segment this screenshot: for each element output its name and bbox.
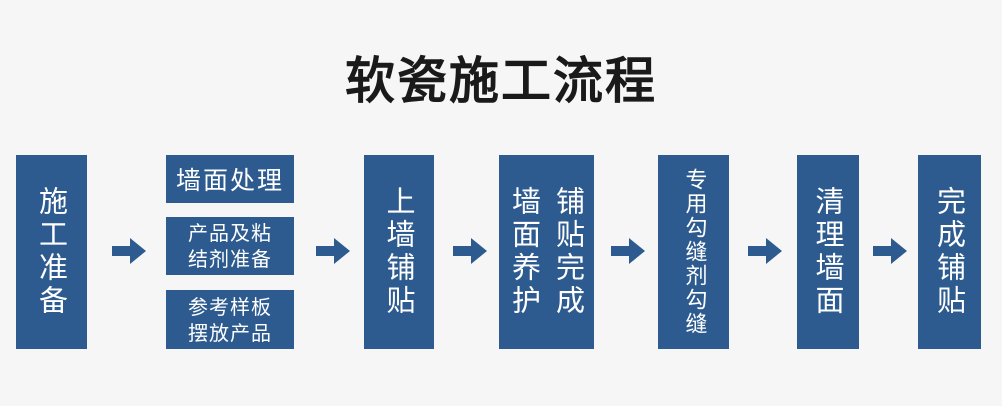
step-label-line1: 产品及粘 [188, 221, 272, 245]
arrow-right-icon [316, 238, 350, 264]
arrow-right-icon [112, 238, 146, 264]
step-product-adhesive-prep: 产品及粘 结剂准备 [166, 217, 294, 275]
step-label-line1: 参考样板 [188, 294, 272, 319]
step-label-col2: 墙面养护 [507, 186, 542, 318]
step-label: 专用勾缝剂勾缝 [681, 168, 707, 336]
step-label-line2: 结剂准备 [188, 247, 272, 271]
arrow-right-icon [611, 238, 645, 264]
step-label: 墙面处理 [175, 166, 284, 195]
step-clean-wall: 清理墙面 [797, 155, 859, 349]
step-paste-complete-wall-care: 铺贴完成 墙面养护 [499, 155, 594, 349]
arrow-right-icon [873, 238, 907, 264]
step-label: 上墙铺贴 [382, 186, 416, 318]
step-label: 完成铺贴 [932, 186, 967, 318]
step-label: 施工准备 [34, 186, 69, 318]
step-wall-paste: 上墙铺贴 [364, 155, 434, 349]
step-label-line2: 摆放产品 [188, 320, 272, 345]
step-wall-treatment: 墙面处理 [166, 155, 294, 203]
step-paste-finished: 完成铺贴 [918, 155, 981, 349]
step-label-col1: 铺贴完成 [551, 186, 586, 318]
arrow-right-icon [748, 238, 782, 264]
arrow-right-icon [453, 238, 487, 264]
step-special-jointing: 专用勾缝剂勾缝 [658, 155, 729, 349]
step-sample-layout: 参考样板 摆放产品 [166, 290, 294, 349]
step-construction-prep: 施工准备 [16, 155, 87, 349]
page-title: 软瓷施工流程 [345, 52, 657, 110]
step-label: 清理墙面 [811, 186, 845, 318]
